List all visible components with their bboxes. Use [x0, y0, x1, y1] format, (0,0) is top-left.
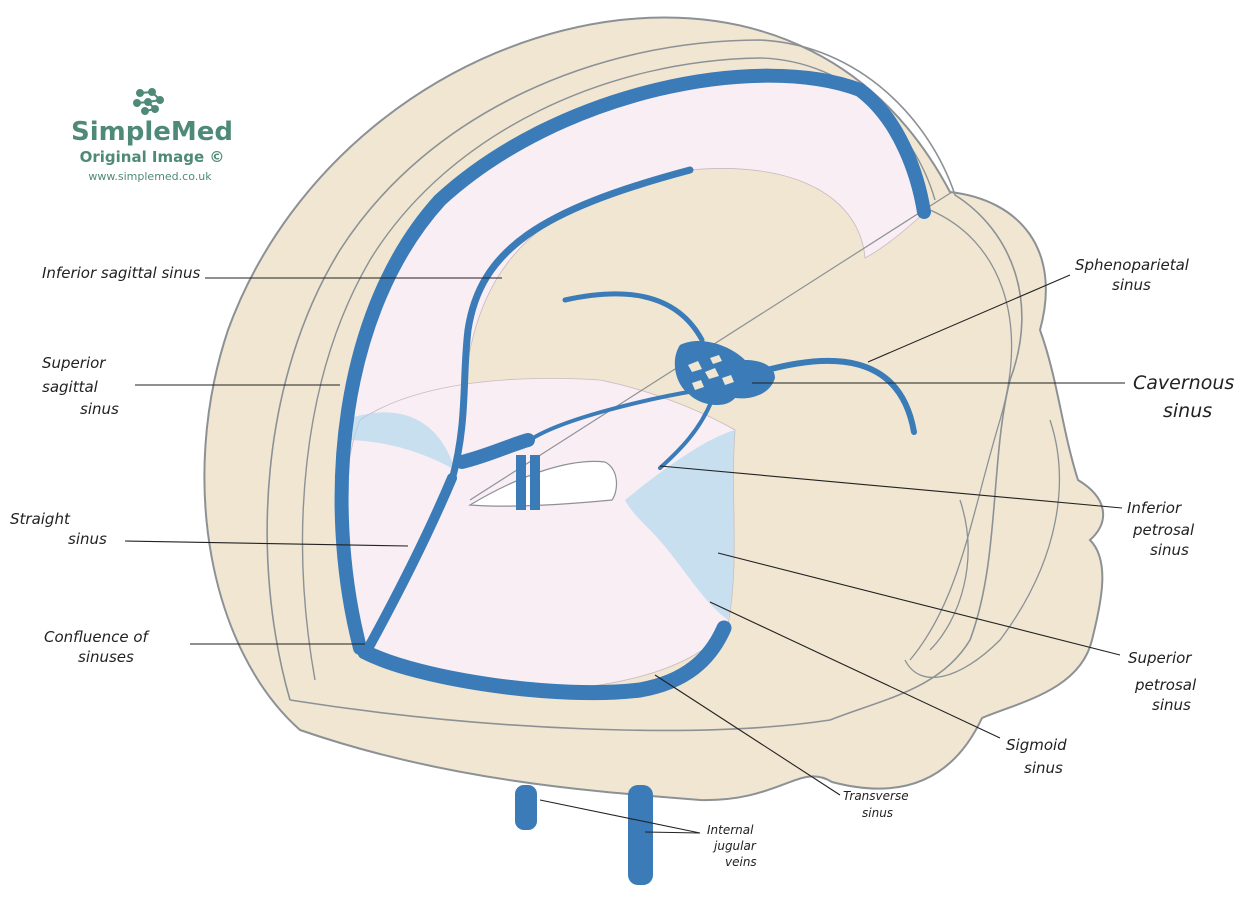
- sphenoparietal-sinus-right: [757, 357, 917, 435]
- leader-lines: [124, 274, 1125, 834]
- inferior-petrosal-sinus: [658, 398, 714, 470]
- skull-inner-outline: [266, 39, 1023, 732]
- label-cavernous-sinus: Cavernous sinus: [1133, 372, 1240, 422]
- label-sigmoid-sinus: Sigmoid sinus: [1006, 736, 1071, 777]
- leader-jugular-right: [644, 831, 701, 834]
- label-inferior-sagittal-sinus: Inferior sagittal sinus: [42, 264, 200, 282]
- logo-subtitle: Original Image ©: [80, 148, 225, 166]
- straight-sinus: [365, 473, 457, 650]
- leader-jugular-left: [539, 799, 701, 834]
- label-superior-sagittal-sinus: Superior sagittal sinus: [42, 354, 119, 418]
- cavernous-sinus: [674, 340, 775, 406]
- simplemed-logo: SimpleMed Original Image © www.simplemed…: [71, 88, 233, 183]
- label-sphenoparietal-sinus: Sphenoparietal sinus: [1075, 256, 1194, 294]
- leader-sigmoid: [709, 601, 1001, 739]
- vein-segment: [516, 455, 526, 510]
- sinuses: [334, 68, 931, 701]
- superior-sagittal-sinus: [334, 68, 931, 655]
- leader-sphenoparietal: [867, 274, 1071, 363]
- label-superior-petrosal-sinus: Superior petrosal sinus: [1128, 649, 1201, 714]
- sphenoparietal-sinus-left: [562, 291, 705, 343]
- logo-url: www.simplemed.co.uk: [88, 170, 212, 183]
- basal-vein: [455, 433, 535, 469]
- label-confluence-of-sinuses: Confluence of sinuses: [44, 628, 153, 666]
- tentorium-light-blue: [345, 412, 735, 620]
- label-inferior-petrosal-sinus: Inferior petrosal sinus: [1127, 499, 1199, 559]
- molecule-icon: [133, 88, 164, 115]
- leader-straight: [124, 540, 409, 547]
- inferior-sagittal-sinus: [448, 166, 694, 484]
- transverse-sinus: [357, 620, 732, 701]
- leader-inferior-petrosal: [659, 465, 1123, 509]
- label-transverse-sinus: Transverse sinus: [843, 789, 912, 820]
- leader-transverse: [654, 674, 841, 796]
- leader-superior-petrosal: [717, 552, 1121, 656]
- logo-brand: SimpleMed: [71, 117, 233, 147]
- vein-segment-2: [530, 455, 540, 510]
- face-contour: [904, 209, 1061, 679]
- internal-jugular-vein-left: [515, 785, 537, 830]
- internal-jugular-vein-right: [628, 785, 653, 885]
- label-internal-jugular-veins: Internal jugular veins: [707, 823, 760, 869]
- label-straight-sinus: Straight sinus: [10, 510, 107, 548]
- petrosal-branch: [528, 388, 702, 442]
